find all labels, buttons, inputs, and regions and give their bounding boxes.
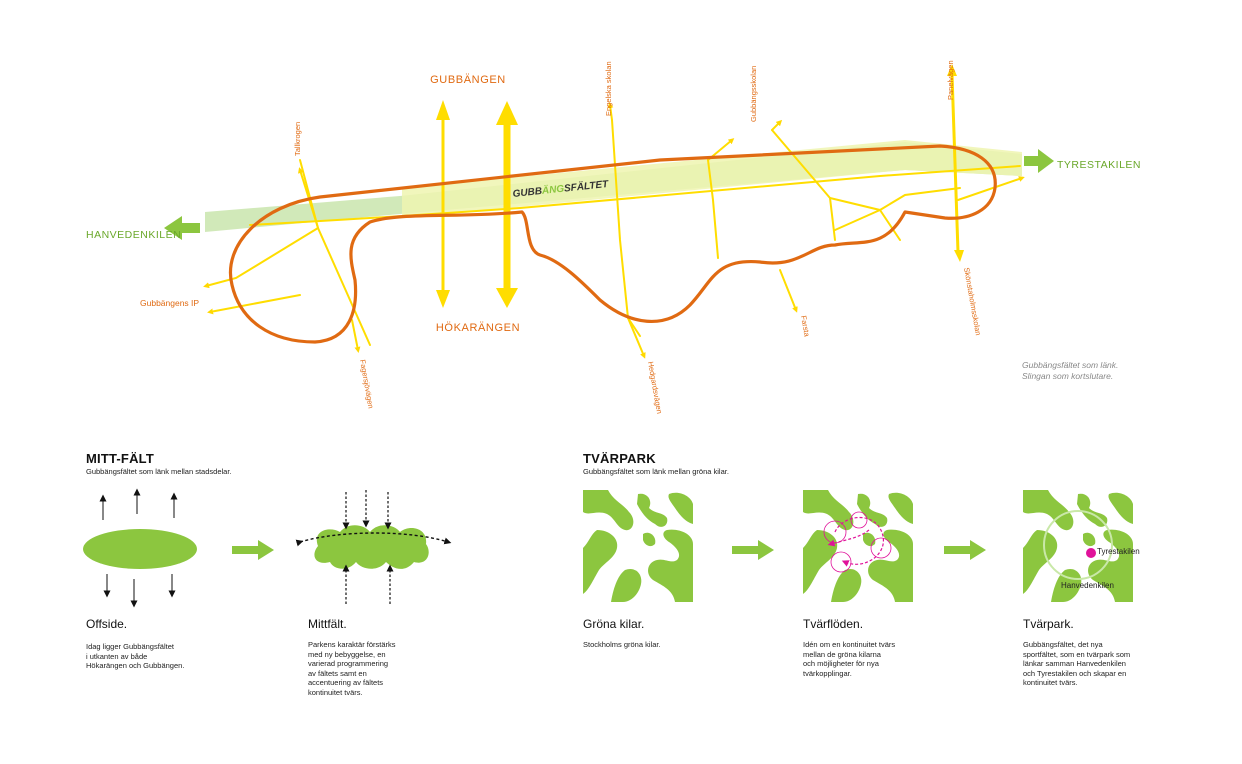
label-hanvedenkilen: HANVEDENKILEN <box>86 229 181 241</box>
road-gubbangsskolan: Gubbängsskolan <box>749 66 758 122</box>
tvarpark-point <box>1086 548 1096 558</box>
orange-loop <box>228 144 997 344</box>
arrow-west-shaft <box>180 223 200 233</box>
road-hedgardsvagen: Hedgardsvägen <box>646 361 664 415</box>
green-arrows <box>164 149 1054 240</box>
road-skonstaholmsskolan: Skönstaholmsskolan <box>962 267 983 336</box>
label-gubbangen: GUBBÄNGEN <box>430 74 506 86</box>
mitt-subheading: Gubbängsfältet som länk mellan stadsdela… <box>86 467 232 476</box>
arrow-mitt-shaft <box>232 546 260 554</box>
offside-text: Idag ligger Gubbängsfältet i utkanten av… <box>86 642 185 671</box>
tvarfloden-diagram <box>803 490 913 602</box>
offside-diagram <box>83 488 197 608</box>
main-axes <box>436 64 964 308</box>
mittfalt-diagram <box>295 490 452 604</box>
tvarpark-loop <box>1043 510 1113 580</box>
road-engelska-skolan: Engelska skolan <box>604 61 613 116</box>
tvarpark-text: Gubbängsfältet, det nya sportfältet, som… <box>1023 640 1131 688</box>
mittfalt-title: Mittfält. <box>308 617 347 631</box>
grona-kilar-diagram <box>583 490 693 602</box>
tvarfloden-title: Tvärflöden. <box>803 617 864 631</box>
label-hokarangen: HÖKARÄNGEN <box>436 322 520 334</box>
road-network <box>203 102 1025 359</box>
tvarpark-hanvedenkilen: Hanvedenkilen <box>1061 581 1114 590</box>
grona-kilar-text: Stockholms gröna kilar. <box>583 640 661 649</box>
label-gubbangens-ip: Gubbängens IP <box>140 298 199 308</box>
tvarfloden-text: Idén om en kontinuitet tvärs mellan de g… <box>803 640 896 678</box>
road-tallkrogen: Tallkrogen <box>293 122 302 156</box>
arrow-tvar-2-shaft <box>944 546 972 554</box>
tvar-subheading: Gubbängsfältet som länk mellan gröna kil… <box>583 467 729 476</box>
arrow-tvar-1-icon <box>758 540 774 560</box>
label-tyrestakilen: TYRESTAKILEN <box>1057 159 1141 171</box>
tvarpark-tyrestakilen: Tyrestakilen <box>1097 547 1140 556</box>
mittfalt-shape <box>314 525 429 569</box>
offside-ellipse <box>83 529 197 569</box>
tvarpark-diagram: Tyrestakilen Hanvedenkilen <box>1023 490 1140 602</box>
mitt-heading: MITT-FÄLT <box>86 451 154 466</box>
map-note: Gubbängsfältet som länk. Slingan som kor… <box>1022 360 1119 381</box>
arrow-east-shaft <box>1024 156 1040 166</box>
road-fagersjovagen: Fagersjövägen <box>358 359 375 409</box>
mittfalt-text: Parkens karaktär förstärks med ny bebygg… <box>308 640 396 697</box>
offside-title: Offside. <box>86 617 128 631</box>
arrow-east-icon <box>1038 149 1054 173</box>
arrow-mitt-icon <box>258 540 274 560</box>
arrow-tvar-1 <box>732 540 774 560</box>
road-panelvagen: Panelvägen <box>946 60 955 100</box>
road-farsta: Farsta <box>799 315 812 338</box>
arrow-tvar-2 <box>944 540 986 560</box>
tvar-heading: TVÄRPARK <box>583 451 656 466</box>
arrow-west-icon <box>164 216 182 240</box>
tvarpark-title: Tvärpark. <box>1023 617 1074 631</box>
arrow-mitt <box>232 540 274 560</box>
field-highlight <box>402 140 1022 218</box>
arrow-tvar-2-icon <box>970 540 986 560</box>
arrow-tvar-1-shaft <box>732 546 760 554</box>
grona-kilar-title: Gröna kilar. <box>583 617 645 631</box>
